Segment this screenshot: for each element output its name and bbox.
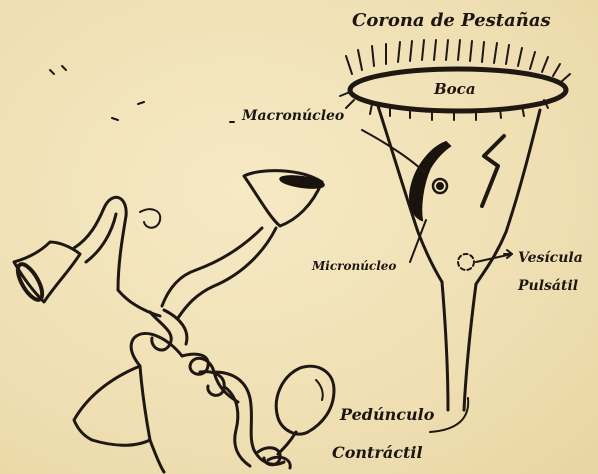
vorticella-cluster [13,66,334,472]
contractile-vacuole [458,254,474,270]
gullet-zigzag [482,136,504,206]
label-pulsatil: Pulsátil [517,278,578,294]
label-macronucleo: Macronúcleo [241,108,344,124]
bottom-left-bell [74,366,150,445]
balloon-bell [276,366,334,434]
label-corona: Corona de Pestañas [352,10,551,31]
left-bell [14,242,80,302]
label-vesicula: Vesícula [518,250,583,266]
label-contractil: Contráctil [332,443,423,462]
label-peduncle: Pedúnculo [339,405,435,424]
label-boca: Boca [433,80,476,98]
vorticella-main [340,40,570,432]
stalk [442,282,448,410]
label-micronucleo: Micronúcleo [311,259,396,273]
